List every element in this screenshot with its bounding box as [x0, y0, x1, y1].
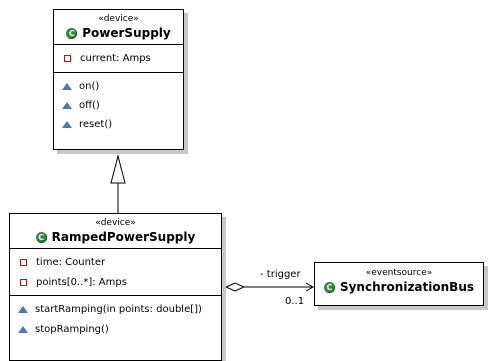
operations-compartment: on() off() reset() [54, 72, 183, 138]
attribute-label: time: Counter [36, 256, 106, 268]
generalization-arrowhead [110, 154, 126, 184]
operation-row: off() [62, 96, 183, 115]
class-name: SynchronizationBus [339, 280, 475, 294]
private-attribute-icon [20, 278, 27, 286]
attribute-row: time: Counter [18, 252, 221, 272]
class-c-icon: C [66, 27, 78, 39]
private-attribute-icon [20, 258, 27, 266]
attribute-label: points[0..*]: Amps [36, 276, 127, 288]
attributes-compartment: time: Counter points[0..*]: Amps [10, 248, 221, 295]
association-arrow [305, 282, 315, 292]
operation-label: reset() [79, 119, 113, 130]
class-c-icon: C [35, 231, 47, 243]
operation-label: stopRamping() [35, 323, 109, 335]
class-header: «eventsource» C SynchronizationBus [315, 263, 483, 298]
operation-row: reset() [62, 115, 183, 134]
attribute-label: current: Amps [80, 53, 151, 64]
package-operation-icon [62, 102, 72, 109]
class-synchronization-bus[interactable]: «eventsource» C SynchronizationBus [314, 262, 484, 306]
stereotype-label: «device» [98, 14, 139, 24]
operation-row: on() [62, 77, 183, 96]
package-operation-icon [62, 83, 72, 90]
class-header: «device» C PowerSupply [54, 10, 183, 44]
class-c-icon: C [323, 281, 335, 293]
class-header: «device» C RampedPowerSupply [10, 214, 221, 248]
operation-label: on() [79, 81, 100, 92]
attribute-row: current: Amps [62, 49, 183, 68]
operation-row: stopRamping() [18, 319, 221, 339]
stereotype-label: «device» [95, 218, 136, 228]
operation-label: startRamping(in points: double[]) [35, 303, 202, 315]
association-role-label: - trigger [260, 269, 301, 280]
operation-label: off() [79, 100, 100, 111]
package-operation-icon [18, 305, 28, 313]
private-attribute-icon [64, 55, 71, 62]
association-multiplicity-label: 0..1 [285, 296, 305, 307]
class-name: PowerSupply [82, 26, 171, 40]
class-name: RampedPowerSupply [51, 230, 196, 244]
package-operation-icon [18, 325, 28, 333]
operation-row: startRamping(in points: double[]) [18, 299, 221, 319]
aggregation-diamond [224, 282, 246, 292]
package-operation-icon [62, 121, 72, 128]
operations-compartment: startRamping(in points: double[]) stopRa… [10, 295, 221, 343]
class-ramped-power-supply[interactable]: «device» C RampedPowerSupply time: Count… [9, 213, 222, 361]
class-power-supply[interactable]: «device» C PowerSupply current: Amps on(… [53, 9, 184, 150]
attributes-compartment: current: Amps [54, 44, 183, 72]
stereotype-label: «eventsource» [365, 268, 433, 278]
attribute-row: points[0..*]: Amps [18, 272, 221, 292]
